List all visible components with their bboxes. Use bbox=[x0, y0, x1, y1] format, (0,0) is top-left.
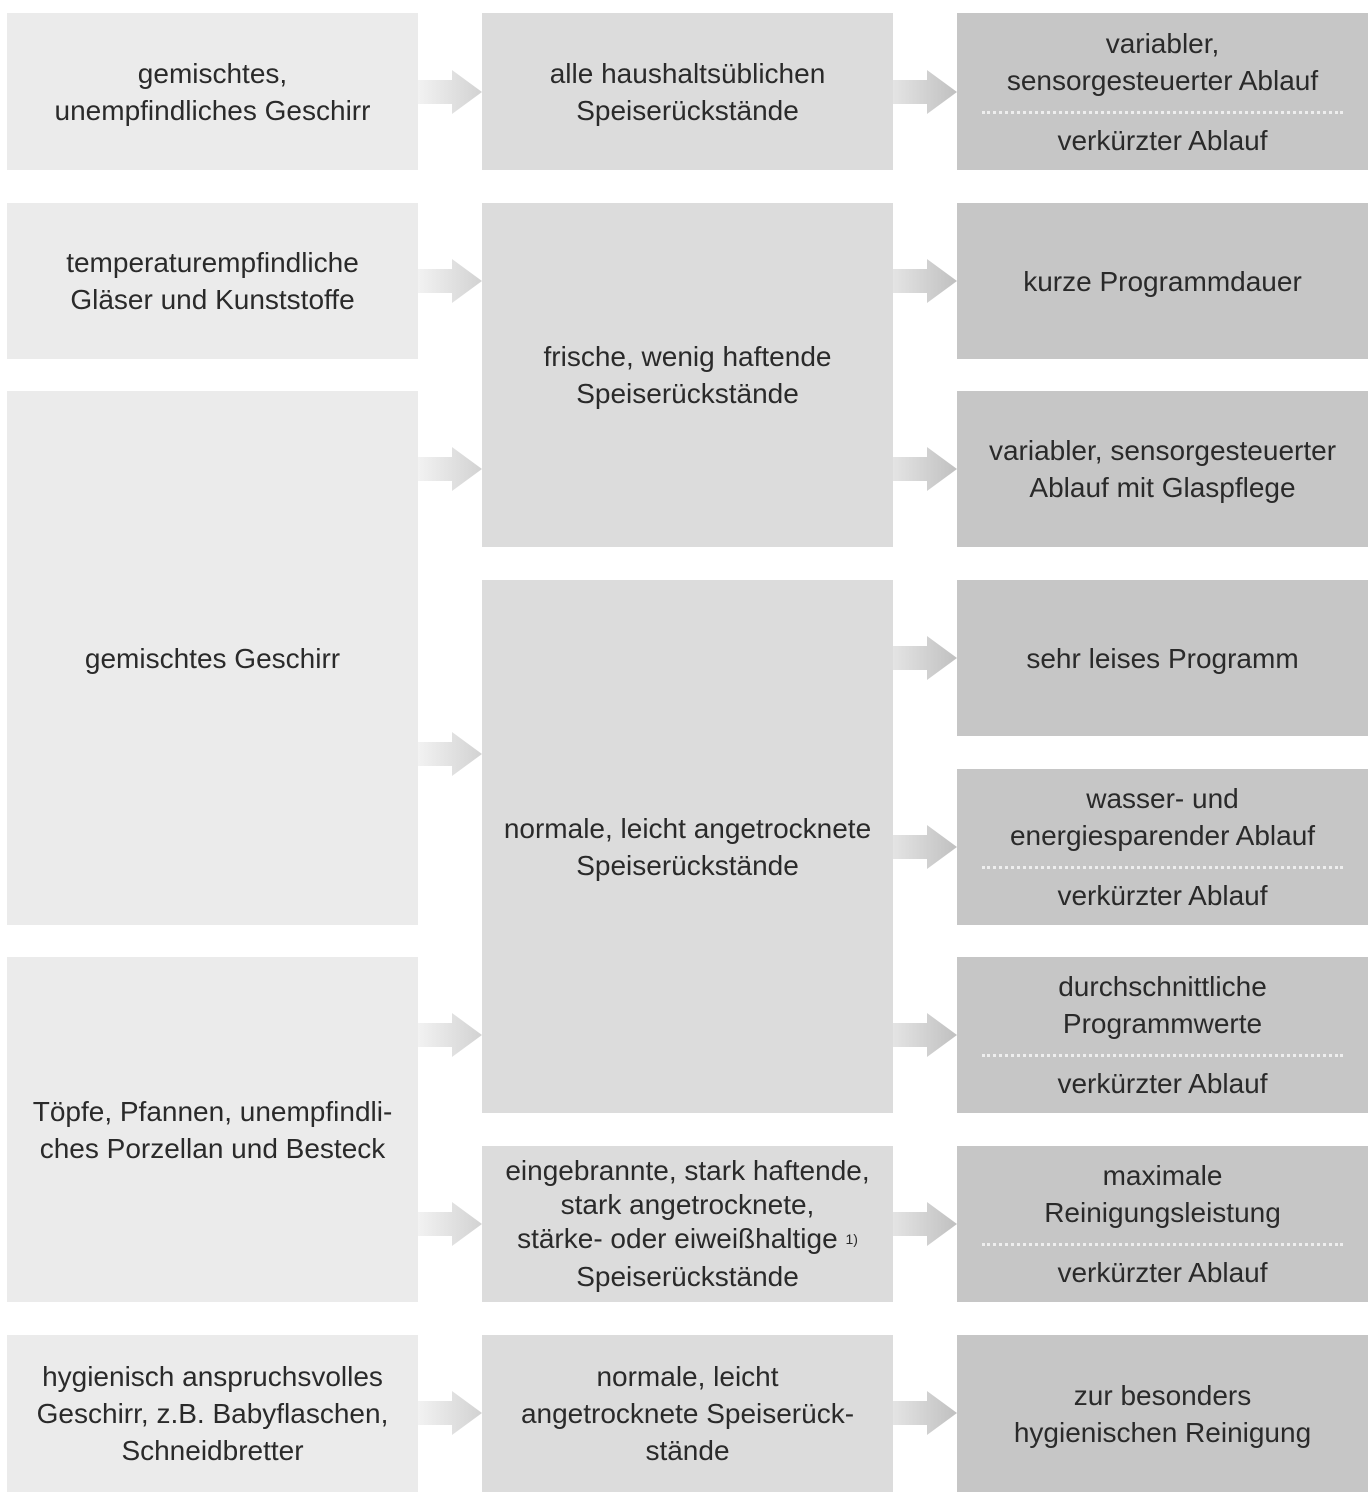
box-text-line: maximale bbox=[1102, 1160, 1223, 1191]
box-text-line: unempfindliches Geschirr bbox=[54, 94, 371, 126]
box-text-line: kurze Programmdauer bbox=[1023, 265, 1302, 297]
box-text-line: angetrocknete Speiserück- bbox=[520, 1398, 855, 1429]
box-text-line: Speiserückstände bbox=[576, 1261, 799, 1292]
dotted-divider bbox=[981, 1054, 1344, 1057]
box-text-line: energiesparender Ablauf bbox=[1009, 820, 1316, 851]
box-text-line: normale, leicht angetrocknete bbox=[503, 812, 872, 844]
arrow-right-icon bbox=[893, 1013, 957, 1057]
box-text-line: Geschirr, z.B. Babyflaschen, bbox=[36, 1398, 389, 1429]
box-text-line: variabler, sensorgesteuerter bbox=[988, 435, 1337, 466]
program-max-cleaning: maximale Reinigungsleistung verkürzter A… bbox=[957, 1146, 1368, 1302]
box-text-line: hygienischen Reinigung bbox=[1013, 1416, 1312, 1448]
box-text-line: Ablauf mit Glaspflege bbox=[1029, 472, 1296, 503]
program-hygienic-cleaning: zur besonders hygienischen Reinigung bbox=[957, 1335, 1368, 1492]
box-text-line: sehr leises Programm bbox=[1026, 642, 1299, 674]
box-text-line: ches Porzellan und Besteck bbox=[39, 1132, 386, 1164]
box-text-line: Reinigungsleistung bbox=[1044, 1197, 1281, 1228]
box-text-line: stark angetrocknete, bbox=[560, 1189, 815, 1220]
box-text-line: Schneidbretter bbox=[121, 1435, 304, 1466]
box-text-line: alle haushaltsüblichen bbox=[549, 57, 826, 89]
footnote-marker: 1) bbox=[845, 1231, 858, 1247]
arrow-right-icon bbox=[418, 447, 482, 491]
box-alt-option: verkürzter Ablauf bbox=[1057, 880, 1268, 911]
arrow-right-icon bbox=[893, 825, 957, 869]
box-text-line: stärke- oder eiweißhaltige 1) bbox=[517, 1222, 858, 1260]
arrow-right-icon bbox=[418, 1013, 482, 1057]
box-text-line: variabler, bbox=[1105, 27, 1220, 59]
box-text-line: frische, wenig haftende bbox=[543, 341, 832, 372]
soil-fresh: frische, wenig haftende Speiserückstände bbox=[482, 203, 893, 547]
box-text-line: stände bbox=[645, 1435, 730, 1466]
item-temperature-sensitive: temperaturempfindliche Gläser und Kunsts… bbox=[7, 203, 418, 359]
arrow-right-icon bbox=[418, 70, 482, 114]
arrow-right-icon bbox=[893, 1202, 957, 1246]
arrow-right-icon bbox=[418, 732, 482, 776]
program-very-quiet: sehr leises Programm bbox=[957, 580, 1368, 736]
box-text-line: eingebrannte, stark haftende, bbox=[505, 1155, 870, 1186]
box-text-line: hygienisch anspruchsvolles bbox=[42, 1361, 383, 1392]
item-mixed-robust-dishes: gemischtes, unempfindliches Geschirr bbox=[7, 13, 418, 170]
arrow-right-icon bbox=[418, 1202, 482, 1246]
dotted-divider bbox=[981, 1243, 1344, 1246]
arrow-right-icon bbox=[893, 447, 957, 491]
soil-all-household: alle haushaltsüblichen Speiserückstände bbox=[482, 13, 893, 170]
arrow-right-icon bbox=[893, 259, 957, 303]
box-text-line: gemischtes, bbox=[137, 57, 288, 89]
item-mixed-dishes: gemischtes Geschirr bbox=[7, 391, 418, 925]
box-alt-option: verkürzter Ablauf bbox=[1057, 1068, 1268, 1099]
dotted-divider bbox=[981, 110, 1344, 114]
program-eco: wasser- und energiesparender Ablauf verk… bbox=[957, 769, 1368, 925]
box-text-line: Programmwerte bbox=[1062, 1008, 1263, 1039]
arrow-right-icon bbox=[893, 636, 957, 680]
program-glass-care: variabler, sensorgesteuerter Ablauf mit … bbox=[957, 391, 1368, 547]
program-average: durchschnittliche Programmwerte verkürzt… bbox=[957, 957, 1368, 1113]
arrow-right-icon bbox=[893, 70, 957, 114]
box-text-line: zur besonders bbox=[1073, 1379, 1252, 1411]
box-text-line: temperaturempfindliche bbox=[66, 247, 359, 278]
box-text-line: Speiserückstände bbox=[576, 849, 799, 881]
program-short-duration: kurze Programmdauer bbox=[957, 203, 1368, 359]
soil-normal: normale, leicht angetrocknete Speiserück… bbox=[482, 580, 893, 1113]
box-text-line: durchschnittliche bbox=[1058, 971, 1267, 1002]
box-text-line: Speiserückstände bbox=[576, 94, 799, 126]
soil-burnt: eingebrannte, stark haftende, stark ange… bbox=[482, 1146, 893, 1302]
dotted-divider bbox=[981, 866, 1344, 869]
box-alt-option: verkürzter Ablauf bbox=[1057, 124, 1268, 156]
box-text: stärke- oder eiweißhaltige bbox=[517, 1223, 838, 1254]
arrow-right-icon bbox=[418, 259, 482, 303]
item-hygienic-dishes: hygienisch anspruchsvolles Geschirr, z.B… bbox=[7, 1335, 418, 1492]
program-variable-sensor: variabler, sensorgesteuerter Ablauf verk… bbox=[957, 13, 1368, 170]
box-text-line: Töpfe, Pfannen, unempfindli- bbox=[32, 1095, 393, 1127]
box-alt-option: verkürzter Ablauf bbox=[1057, 1257, 1268, 1288]
box-text-line: wasser- und bbox=[1086, 783, 1239, 814]
soil-normal-hygienic: normale, leicht angetrocknete Speiserück… bbox=[482, 1335, 893, 1492]
arrow-right-icon bbox=[893, 1391, 957, 1435]
box-text-line: sensorgesteuerter Ablauf bbox=[1006, 64, 1319, 96]
box-text-line: Speiserückstände bbox=[576, 378, 799, 409]
box-text-line: Gläser und Kunststoffe bbox=[70, 284, 355, 315]
box-text-line: normale, leicht bbox=[596, 1361, 779, 1392]
arrow-right-icon bbox=[418, 1391, 482, 1435]
box-text-line: gemischtes Geschirr bbox=[84, 642, 341, 674]
item-pots-pans: Töpfe, Pfannen, unempfindli- ches Porzel… bbox=[7, 957, 418, 1302]
